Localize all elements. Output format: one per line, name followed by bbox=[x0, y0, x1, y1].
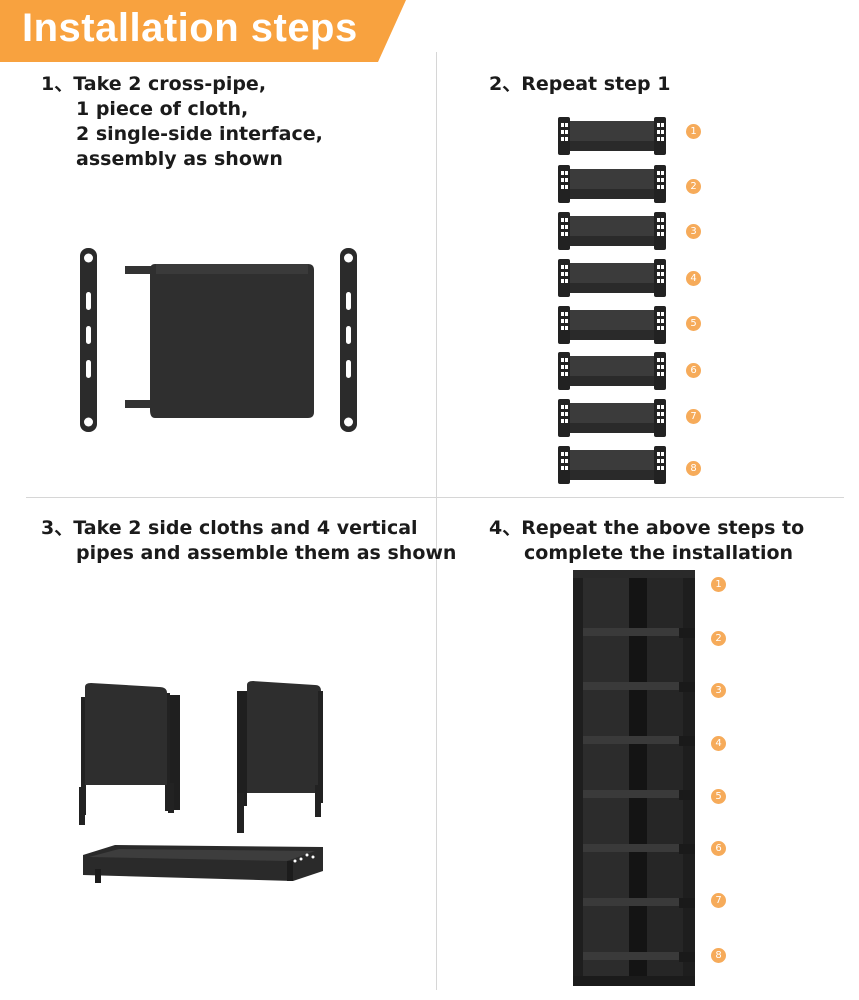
step-line: 1 piece of cloth, bbox=[76, 98, 249, 120]
layer-badge: 5 bbox=[686, 316, 701, 331]
step-number: 2、 bbox=[489, 73, 522, 95]
shelf-layer-icon bbox=[558, 117, 666, 155]
shelf-layer-icon bbox=[558, 165, 666, 203]
layer-badge: 6 bbox=[686, 363, 701, 378]
step-line: Take 2 side cloths and 4 vertical bbox=[73, 517, 418, 539]
page-title: Installation steps bbox=[22, 6, 358, 50]
layer-badge: 1 bbox=[711, 577, 726, 592]
shelf-layer-icon bbox=[558, 259, 666, 297]
step-3-text: 3、Take 2 side cloths and 4 vertical pipe… bbox=[41, 516, 456, 566]
shoe-rack-tower-icon bbox=[573, 570, 695, 986]
shelf-layer-icon bbox=[558, 352, 666, 390]
layer-badge: 3 bbox=[686, 224, 701, 239]
right-interface-bracket-icon bbox=[340, 248, 357, 432]
step-line: pipes and assemble them as shown bbox=[76, 542, 457, 564]
step-4-text: 4、Repeat the above steps to complete the… bbox=[489, 516, 804, 566]
shelf-layer-icon bbox=[558, 446, 666, 484]
layer-badge: 8 bbox=[711, 948, 726, 963]
step-number: 3、 bbox=[41, 517, 74, 539]
step-line: Repeat the above steps to bbox=[521, 517, 805, 539]
step-1-text: 1、Take 2 cross-pipe, 1 piece of cloth, 2… bbox=[41, 72, 323, 172]
step-3-illustration bbox=[79, 681, 323, 883]
vertical-divider bbox=[436, 52, 437, 990]
cloth-panel-icon bbox=[150, 264, 314, 418]
step-line: Repeat step 1 bbox=[521, 73, 671, 95]
step-line: 2 single-side interface, bbox=[76, 123, 323, 145]
left-interface-bracket-icon bbox=[80, 248, 97, 432]
step-1-illustration bbox=[80, 248, 357, 432]
layer-badge: 2 bbox=[686, 179, 701, 194]
shelf-layer-icon bbox=[558, 212, 666, 250]
cross-pipe-icon bbox=[125, 266, 160, 408]
shelf-layer-icon bbox=[558, 306, 666, 344]
step-number: 1、 bbox=[41, 73, 74, 95]
horizontal-divider bbox=[26, 497, 844, 498]
banner-shape bbox=[0, 0, 406, 62]
shelf-layer-icon bbox=[83, 845, 323, 883]
layer-badge: 8 bbox=[686, 461, 701, 476]
layer-badge: 5 bbox=[711, 789, 726, 804]
shelf-layer-icon bbox=[558, 399, 666, 437]
header-banner: Installation steps bbox=[0, 0, 408, 62]
step-line: assembly as shown bbox=[76, 148, 283, 170]
step-2-illustration bbox=[558, 117, 666, 484]
layer-badge: 2 bbox=[711, 631, 726, 646]
layer-badge: 7 bbox=[711, 893, 726, 908]
layer-badge: 4 bbox=[686, 271, 701, 286]
layer-badge: 3 bbox=[711, 683, 726, 698]
step-2-text: 2、Repeat step 1 bbox=[489, 72, 670, 97]
layer-badge: 7 bbox=[686, 409, 701, 424]
step-line: Take 2 cross-pipe, bbox=[73, 73, 267, 95]
step-number: 4、 bbox=[489, 517, 522, 539]
step-line: complete the installation bbox=[524, 542, 794, 564]
layer-badge: 6 bbox=[711, 841, 726, 856]
layer-badge: 1 bbox=[686, 124, 701, 139]
side-frame-icon bbox=[237, 681, 323, 833]
side-frame-icon bbox=[79, 683, 180, 825]
layer-badge: 4 bbox=[711, 736, 726, 751]
